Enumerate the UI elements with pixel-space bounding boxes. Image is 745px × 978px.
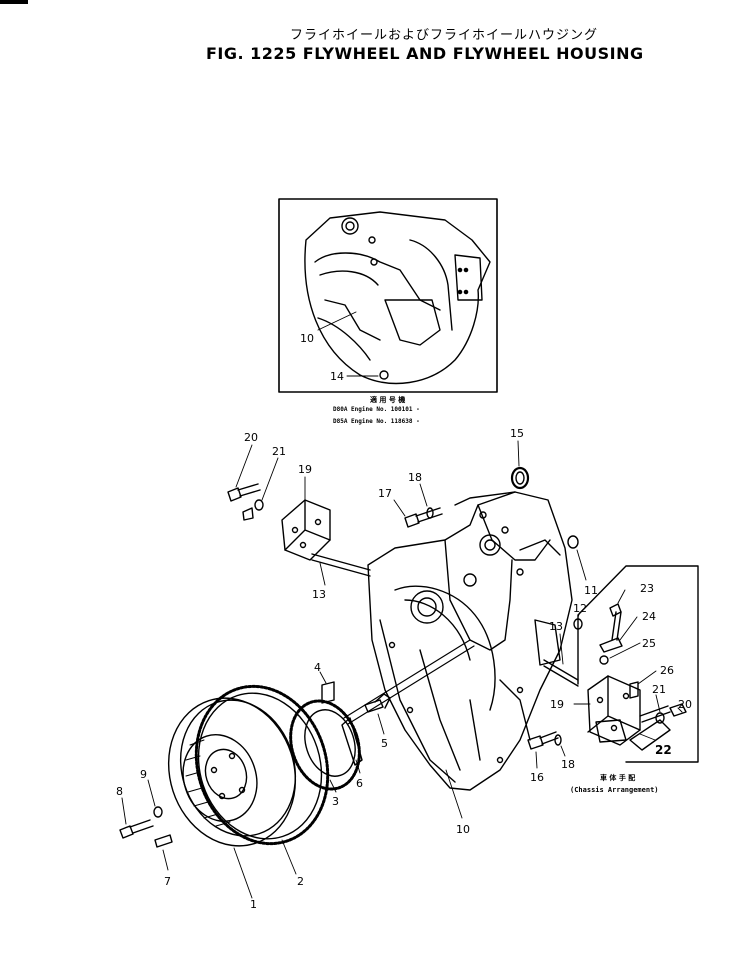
washer-21: 21 [242, 445, 286, 521]
chassis-arrangement: 23 24 25 26 21 20 22 車 体 手 配 (Chassis Ar… [570, 565, 699, 794]
bracket-19-right: 19 [550, 698, 591, 711]
title-japanese: フライホイールおよびフライホイールハウジング [290, 28, 599, 43]
flywheel: 1 [167, 692, 323, 911]
washer-18-lower: 18 [554, 734, 575, 771]
gear-3: 3 [289, 699, 361, 808]
plug-12: 12 [573, 602, 587, 630]
callout-2: 2 [297, 875, 304, 888]
callout-19-right: 19 [550, 698, 564, 711]
callout-8: 8 [116, 785, 123, 798]
applicability-heading: 適 用 号 機 [370, 395, 405, 404]
callout-12: 12 [573, 602, 587, 615]
bracket-19-left: 19 [281, 463, 331, 561]
figure-title: FIG. 1225 FLYWHEEL AND FLYWHEEL HOUSING [206, 44, 644, 63]
chassis-callout-23: 23 [640, 582, 654, 595]
callout-19-left: 19 [298, 463, 312, 476]
stud-13-right: 13 [543, 620, 579, 687]
callout-18-upper: 18 [408, 471, 422, 484]
chassis-heading-jp: 車 体 手 配 [600, 773, 635, 782]
seal-ring-15: 15 [510, 427, 530, 490]
chassis-callout-24: 24 [642, 610, 656, 623]
bolt-16: 16 [527, 731, 559, 784]
callout-13-right: 13 [549, 620, 563, 633]
callout-11: 11 [584, 584, 598, 597]
o-ring-11: 11 [567, 535, 598, 597]
callout-10: 10 [456, 823, 470, 836]
callout-13-left: 13 [312, 588, 326, 601]
bolt-20: 20 [227, 431, 261, 502]
callout-21: 21 [272, 445, 286, 458]
inset-callout-10: 10 [300, 332, 314, 345]
inset-housing-variant: 10 14 適 用 号 機 D80A Engine No. 100101 - D… [278, 198, 498, 425]
callout-17: 17 [378, 487, 392, 500]
callout-15: 15 [510, 427, 524, 440]
inset-callout-14: 14 [330, 370, 344, 383]
callout-18-lower: 18 [561, 758, 575, 771]
chassis-callout-20: 20 [678, 698, 692, 711]
washer-9: 9 [140, 768, 163, 818]
chassis-callout-22: 22 [655, 743, 672, 757]
chassis-callout-21: 21 [652, 683, 666, 696]
callout-20: 20 [244, 431, 258, 444]
chassis-callout-26: 26 [660, 664, 674, 677]
callout-4: 4 [314, 661, 321, 674]
callout-7: 7 [164, 875, 171, 888]
bolt-5: 5 [364, 693, 391, 750]
washer-18-upper: 18 [408, 471, 434, 519]
callout-9: 9 [140, 768, 147, 781]
flywheel-housing: 10 [367, 491, 573, 836]
bolt-17: 17 [378, 487, 443, 528]
callout-3: 3 [332, 795, 339, 808]
ring-gear: 2 [194, 684, 330, 888]
bolt-8: 8 [116, 785, 154, 839]
pin-4: 4 [314, 661, 335, 704]
dowel-7: 7 [154, 834, 173, 888]
serial-line-d80a: D80A Engine No. 100101 - [333, 406, 420, 413]
seal-6: 6 [341, 639, 475, 790]
corner-mark [0, 0, 28, 4]
chassis-caption: (Chassis Arrangement) [570, 786, 659, 794]
stud-13-left: 13 [311, 553, 371, 601]
callout-16: 16 [530, 771, 544, 784]
callout-6: 6 [356, 777, 363, 790]
callout-5: 5 [381, 737, 388, 750]
chassis-callout-25: 25 [642, 637, 656, 650]
serial-line-d85a: D85A Engine No. 118638 - [333, 418, 420, 425]
callout-1: 1 [250, 898, 257, 911]
